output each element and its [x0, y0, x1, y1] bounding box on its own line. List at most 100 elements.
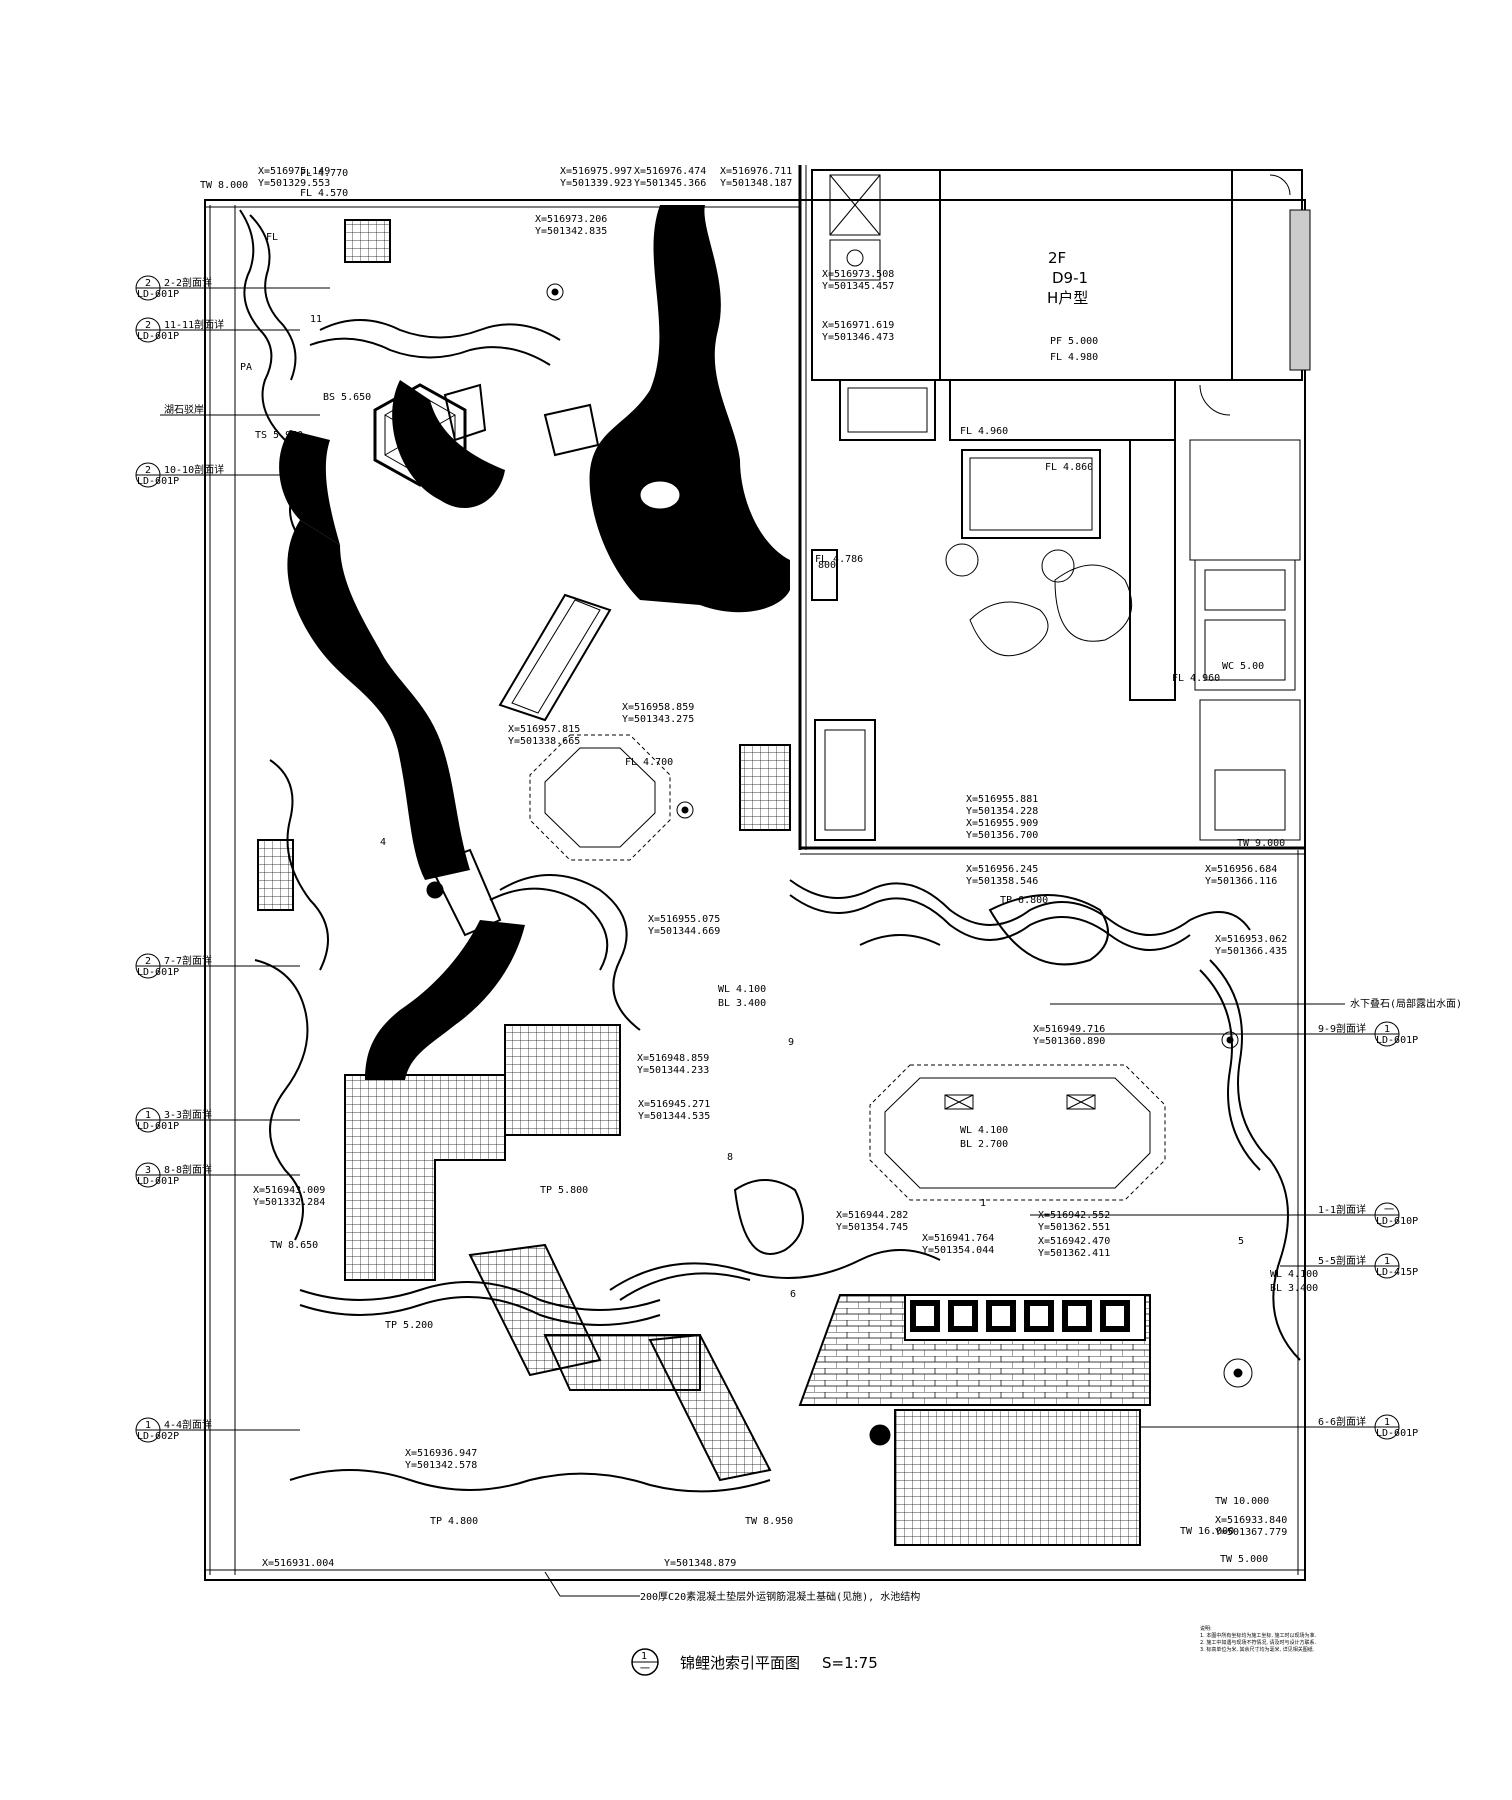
- misc-label: 800: [818, 560, 836, 571]
- elevation: TP 5.200: [385, 1320, 433, 1331]
- section-marker[interactable]: 6-6剖面详 1 LD-601P: [1140, 1414, 1418, 1440]
- misc-label: 1: [980, 1198, 986, 1209]
- coord: X=516956.245: [966, 864, 1038, 875]
- section-marker[interactable]: 2 LD-601P 10-10剖面详: [135, 462, 280, 488]
- elevation: FL 4.860: [1045, 462, 1093, 473]
- coord: Y=501362.411: [1038, 1248, 1110, 1259]
- coord: Y=501362.551: [1038, 1222, 1110, 1233]
- section-marker[interactable]: 1-1剖面详 一 LD-610P: [1030, 1202, 1418, 1228]
- coord: X=516957.815: [508, 724, 580, 735]
- elevation: FL 4.960: [960, 426, 1008, 437]
- coord: Y=501360.890: [1033, 1036, 1105, 1047]
- elevation: TP 5.800: [540, 1185, 588, 1196]
- bl-label-lower: BL 2.700: [960, 1139, 1008, 1150]
- room-pf-label: PF 5.000: [1050, 336, 1098, 347]
- title-symbol-bottom: 一: [640, 1664, 650, 1675]
- misc-label: 9: [788, 1037, 794, 1048]
- drawing-title: 1 一 锦鲤池索引平面图 S=1:75: [631, 1648, 878, 1676]
- coord: X=516942.470: [1038, 1236, 1110, 1247]
- coord: Y=501367.779: [1215, 1527, 1287, 1538]
- section-marker[interactable]: 9-9剖面详 1 LD-601P: [1070, 1021, 1418, 1047]
- general-notes: 说明: 1. 本图中所有坐标均为施工坐标, 施工时以现场为准. 2. 施工中如遇…: [1200, 1626, 1330, 1654]
- coord: Y=501344.535: [638, 1111, 710, 1122]
- section-marker[interactable]: 2 LD-601P 7-7剖面详: [135, 953, 300, 979]
- elevation: TW 8.650: [270, 1240, 318, 1251]
- coord: X=516942.552: [1038, 1210, 1110, 1221]
- octagon-platform: [529, 734, 671, 861]
- coord: X=516955.075: [648, 914, 720, 925]
- coordinate-labels: X=516975.149 Y=501329.553 X=516975.997 Y…: [253, 166, 1287, 1569]
- section-marker[interactable]: 3 LD-601P 8-8剖面详: [135, 1162, 300, 1188]
- coord: X=516955.909: [966, 818, 1038, 829]
- svg-text:LD-601P: LD-601P: [1376, 1428, 1418, 1439]
- section-marker[interactable]: 2 LD-601P 2-2剖面详: [135, 275, 330, 301]
- room-floor-label: 2F: [1048, 249, 1066, 267]
- svg-text:2: 2: [145, 465, 151, 476]
- bottom-note: 200厚C20素混凝土垫层外运钢筋混凝土基础(见施), 水池结构: [544, 1571, 920, 1603]
- coord: Y=501345.366: [634, 178, 706, 189]
- svg-text:2: 2: [145, 278, 151, 289]
- coord: X=516933.840: [1215, 1515, 1287, 1526]
- coord: X=516948.859: [637, 1053, 709, 1064]
- misc-label: 5: [1238, 1236, 1244, 1247]
- coord: X=516976.474: [634, 166, 706, 177]
- coord: X=516976.711: [720, 166, 792, 177]
- svg-text:一: 一: [1384, 1205, 1394, 1216]
- elevation-labels: FL 4.770 FL 4.570 TW 8.000 FL 4.960 FL 4…: [200, 168, 1285, 1565]
- coord: X=516958.859: [622, 702, 694, 713]
- svg-text:5-5剖面详: 5-5剖面详: [1318, 1254, 1366, 1267]
- title-text: 锦鲤池索引平面图: [680, 1654, 800, 1672]
- elevation: TP 6.800: [1000, 895, 1048, 906]
- coord: Y=501346.473: [822, 332, 894, 343]
- svg-text:1: 1: [145, 1110, 151, 1121]
- wl-label-upper: WL 4.100: [718, 984, 766, 995]
- coord: Y=501342.835: [535, 226, 607, 237]
- coord: X=516975.149: [258, 166, 330, 177]
- section-marker[interactable]: 水下叠石(局部露出水面): [1050, 997, 1462, 1010]
- section-marker[interactable]: 5-5剖面详 1 LD-415P: [1280, 1253, 1418, 1279]
- room-fl-label: FL 4.980: [1050, 352, 1098, 363]
- section-marker[interactable]: 湖石驳岸: [160, 404, 320, 416]
- section-marker[interactable]: 1 LD-601P 3-3剖面详: [135, 1107, 300, 1133]
- svg-text:LD-601P: LD-601P: [137, 476, 179, 487]
- note-line: 1. 本图中所有坐标均为施工坐标, 施工时以现场为准.: [1200, 1633, 1317, 1639]
- coord: X=516973.206: [535, 214, 607, 225]
- misc-label: 8: [727, 1152, 733, 1163]
- svg-text:4-4剖面详: 4-4剖面详: [164, 1418, 212, 1431]
- tree-symbols: [426, 283, 1253, 1446]
- svg-text:LD-601P: LD-601P: [137, 331, 179, 342]
- coord: X=516956.684: [1205, 864, 1277, 875]
- section-marker[interactable]: 2 LD-601P 11-11剖面详: [135, 317, 300, 343]
- coord: Y=501345.457: [822, 281, 894, 292]
- svg-text:1: 1: [1384, 1024, 1390, 1035]
- section-markers-left: 2 LD-601P 2-2剖面详 2 LD-601P 11-11剖面详 湖石驳岸…: [135, 275, 330, 1443]
- note-line: 3. 标高单位为米, 其余尺寸均为毫米, 详见相关图纸.: [1200, 1647, 1315, 1653]
- svg-text:LD-610P: LD-610P: [1376, 1216, 1418, 1227]
- coord: Y=501344.669: [648, 926, 720, 937]
- coord: Y=501342.578: [405, 1460, 477, 1471]
- note-line: 说明:: [1200, 1626, 1212, 1632]
- svg-text:湖石驳岸: 湖石驳岸: [164, 404, 204, 416]
- coord: X=516945.271: [638, 1099, 710, 1110]
- coord: X=516941.764: [922, 1233, 994, 1244]
- svg-text:2: 2: [145, 956, 151, 967]
- coord: Y=501366.116: [1205, 876, 1277, 887]
- room-unit-label: D9-1: [1052, 269, 1088, 287]
- pond-level-labels: WL 4.100 BL 3.400 WL 4.100 BL 2.700 WL 4…: [718, 984, 1318, 1294]
- section-marker[interactable]: 1 LD-602P 4-4剖面详: [135, 1417, 300, 1443]
- coord: Y=501332.284: [253, 1197, 325, 1208]
- wl-label-right: WL 4.100: [1270, 1269, 1318, 1280]
- elevation: TP 4.800: [430, 1516, 478, 1527]
- misc-label: FL: [266, 232, 278, 243]
- coord: Y=501348.187: [720, 178, 792, 189]
- rock-edges: [239, 209, 1301, 1493]
- coord: Y=501354.228: [966, 806, 1038, 817]
- elevation: TW 10.000: [1215, 1496, 1269, 1507]
- elevation: TW 8.000: [200, 180, 248, 191]
- elevation: TW 9.000: [1237, 838, 1285, 849]
- svg-text:2: 2: [145, 320, 151, 331]
- coord: Y=501343.275: [622, 714, 694, 725]
- coord: X=516973.508: [822, 269, 894, 280]
- svg-text:1-1剖面详: 1-1剖面详: [1318, 1203, 1366, 1216]
